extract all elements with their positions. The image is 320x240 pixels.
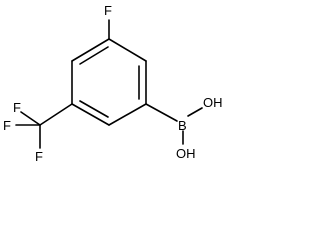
fluorine-label-cf3-top: F xyxy=(13,100,21,115)
benzene-ring xyxy=(71,38,147,126)
fluorine-label-cf3-bottom: F xyxy=(35,149,43,164)
ring-bond-3 xyxy=(108,103,147,126)
hydroxyl-label-bottom: OH xyxy=(176,146,196,161)
molecule-canvas: F F F F OH B OH xyxy=(3,3,223,164)
ring-bond-6 xyxy=(71,38,110,62)
ring-double-bond-2 xyxy=(79,100,109,118)
boron-label: B xyxy=(178,118,187,133)
ring-bond-1 xyxy=(108,38,147,62)
hydroxyl-label-top: OH xyxy=(203,95,223,110)
ring-cf3-bond xyxy=(39,103,73,126)
fluorine-label-cf3-left: F xyxy=(3,118,11,133)
structure-diagram: F F F F OH B OH xyxy=(3,3,223,164)
ring-double-bond-3 xyxy=(79,46,109,65)
fluorine-label-top: F xyxy=(104,3,112,18)
ring-bond-4 xyxy=(71,103,110,126)
ring-b-bond xyxy=(145,103,178,122)
b-oh-top-bond xyxy=(187,107,203,117)
cf3-f-top-bond xyxy=(20,111,41,126)
